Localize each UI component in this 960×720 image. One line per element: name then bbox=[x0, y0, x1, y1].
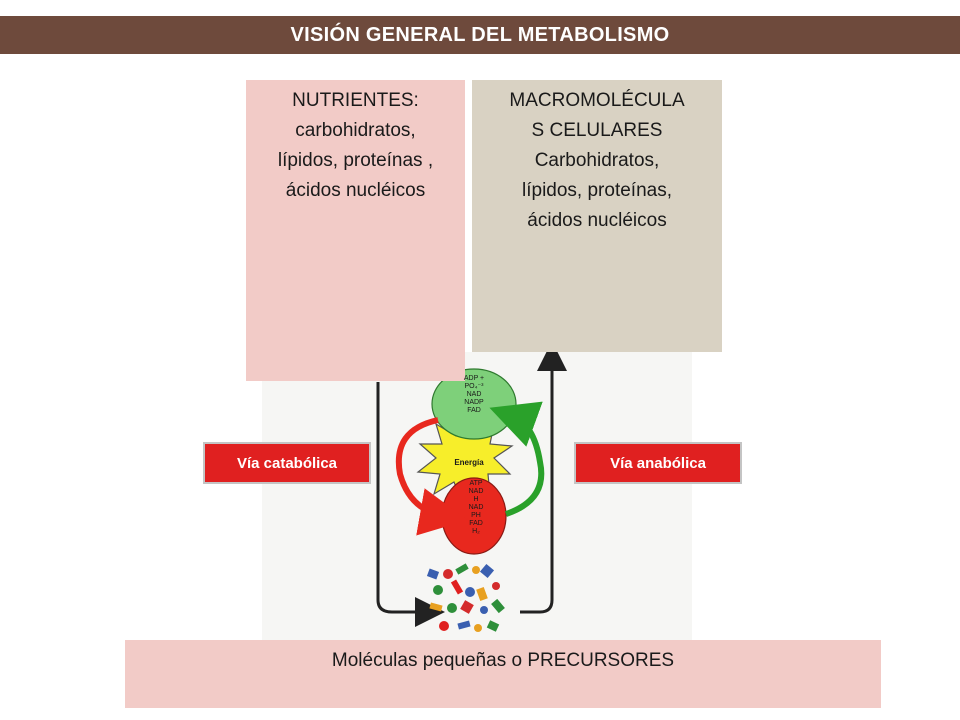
red-cycle-line: NAD bbox=[468, 488, 484, 495]
catabolic-pathway-label: Vía catabólica bbox=[203, 442, 371, 484]
red-cycle-line: ATP bbox=[469, 480, 483, 487]
green-cycle-line: FAD bbox=[467, 407, 481, 414]
green-cycle-line: NADP bbox=[464, 399, 484, 406]
red-cycle-line: NAD bbox=[468, 504, 484, 511]
nutrients-line: NUTRIENTES: bbox=[292, 90, 419, 111]
green-cycle-arrow bbox=[489, 401, 545, 517]
anabolic-arrow bbox=[520, 341, 567, 614]
macromolecules-line: lípidos, proteínas, bbox=[522, 180, 672, 201]
precursors-box: Moléculas pequeñas o PRECURSORES bbox=[125, 640, 881, 708]
catabolic-arrow bbox=[376, 382, 445, 627]
green-cycle-line: PO₄⁻³ bbox=[464, 383, 484, 390]
nutrients-box: NUTRIENTES: carbohidratos, lípidos, prot… bbox=[246, 80, 465, 381]
macromolecules-line: ácidos nucléicos bbox=[527, 210, 667, 231]
macromolecules-line: Carbohidratos, bbox=[534, 150, 660, 171]
macromolecules-line: MACROMOLÉCULA bbox=[509, 90, 685, 111]
macromolecules-line: S CELULARES bbox=[531, 120, 663, 141]
green-cycle-line: NAD bbox=[466, 391, 482, 398]
precursors-label: Moléculas pequeñas o PRECURSORES bbox=[331, 650, 675, 671]
nutrients-line: lípidos, proteínas , bbox=[277, 150, 434, 171]
red-cycle-line: H₂ bbox=[472, 528, 480, 535]
precursor-molecules-icon bbox=[426, 563, 505, 632]
red-cycle-label: ATP NAD H NAD PH FAD H₂ bbox=[452, 480, 500, 536]
red-cycle-arrow bbox=[395, 417, 468, 536]
red-cycle-line: FAD bbox=[469, 520, 483, 527]
anabolic-pathway-label: Vía anabólica bbox=[574, 442, 742, 484]
macromolecules-box: MACROMOLÉCULA S CELULARES Carbohidratos,… bbox=[472, 80, 722, 352]
nutrients-line: ácidos nucléicos bbox=[285, 180, 426, 201]
energy-label: Energía bbox=[454, 458, 484, 467]
slide-title: VISIÓN GENERAL DEL METABOLISMO bbox=[0, 16, 960, 54]
red-cycle-line: PH bbox=[471, 512, 481, 519]
red-cycle-line: H bbox=[473, 496, 479, 503]
green-cycle-label: ADP + PO₄⁻³ NAD NADP FAD bbox=[449, 375, 499, 415]
green-cycle-line: ADP + bbox=[463, 375, 485, 382]
nutrients-line: carbohidratos, bbox=[295, 120, 416, 141]
